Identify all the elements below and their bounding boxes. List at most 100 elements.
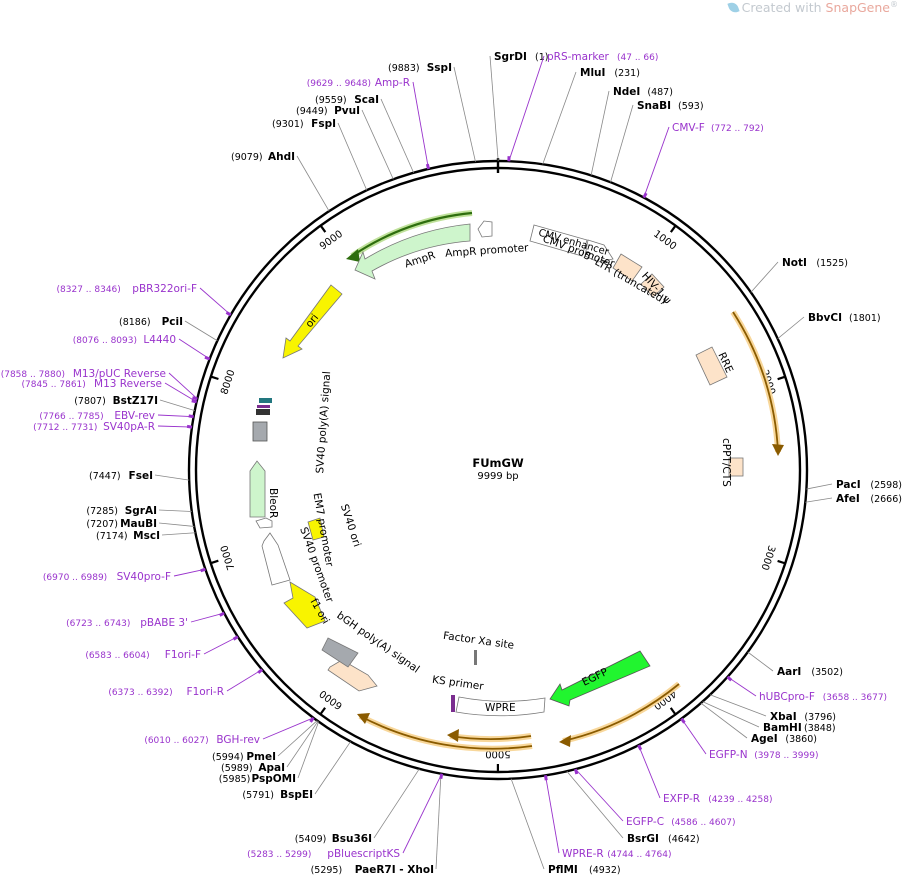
feature-factor-xa [474, 650, 477, 665]
primer-sv40pa-r: SV40pA-R(7712 .. 7731) [33, 421, 155, 433]
primer-leader [190, 612, 225, 623]
site-position: (9301) [272, 119, 304, 130]
site-name: ScaI [354, 94, 379, 106]
primer-leader [262, 717, 314, 740]
site-name: BamHI [763, 722, 802, 734]
primer-range: (6583 .. 6604) [85, 651, 149, 661]
primer-name: pRS-marker [547, 51, 610, 63]
primer-pbabe-3-: pBABE 3'(6723 .. 6743) [66, 617, 188, 629]
site-position: (231) [614, 68, 640, 79]
site-fspi: FspI(9301) [272, 118, 336, 130]
primer-name: F1ori-F [165, 649, 201, 661]
feature-cmv-promoter [584, 239, 614, 263]
site-leader [590, 90, 610, 176]
primer-leader [575, 768, 624, 822]
site-leader [161, 532, 196, 536]
site-bstz17i: BstZ17I(7807) [74, 395, 158, 407]
feature-small-teal [259, 398, 272, 403]
primer-egfp-n: EGFP-N(3978 .. 3999) [709, 749, 818, 761]
tick-4000 [669, 707, 677, 716]
primer-name: EXFP-R [663, 793, 700, 805]
primer-range: (772 .. 792) [711, 124, 764, 134]
site-position: (5985) [219, 774, 251, 785]
site-leader [286, 720, 319, 768]
primer-name: CMV-F [672, 122, 705, 134]
primer-leader [402, 773, 443, 854]
primer-leader [168, 372, 198, 400]
feature-hiv-psi [640, 273, 665, 298]
site-name: PaeR7I - XhoI [355, 864, 434, 876]
primer-range: (4586 .. 4607) [671, 818, 735, 828]
site-maubi: MauBI(7207) [86, 518, 157, 530]
site-sgrai: SgrAI(7285) [86, 505, 157, 517]
site-leader [361, 109, 394, 180]
primer-leader [681, 718, 707, 755]
feature-ks-primer [451, 695, 455, 712]
site-leader [453, 66, 476, 162]
label-factor-xa: Factor Xa site [442, 630, 514, 652]
feature-bgh [327, 659, 378, 692]
site-name: FseI [129, 470, 153, 482]
primer-name: SV40pro-F [117, 571, 171, 583]
primer-leader [157, 425, 193, 428]
site-bbvci: BbvCI(1801) [808, 312, 881, 324]
site-scai: ScaI (9559) [315, 94, 379, 106]
primer-range: (6723 .. 6743) [66, 619, 130, 629]
site-leader [435, 773, 442, 870]
label-sv40-polya: SV40 poly(A) signal [314, 371, 333, 474]
primer-l4440: L4440(8076 .. 8093) [73, 334, 176, 346]
tick-label: 6000 [318, 687, 345, 711]
site-pcii: PciI(8186) [119, 316, 183, 328]
site-leader [337, 122, 368, 191]
primer-range: (6010 .. 6027) [144, 736, 208, 746]
tick-label: 5000 [485, 748, 510, 759]
site-apai: ApaI(5989) [221, 762, 285, 774]
site-leader [154, 474, 190, 481]
restriction-sites: SgrDI(1)SspI(9883)MluI(231)NdeI(487)SnaB… [74, 51, 902, 876]
site-position: (9449) [296, 106, 328, 117]
site-name: MluI [580, 67, 605, 79]
site-leader [510, 778, 545, 870]
feature-ampr [354, 223, 471, 280]
site-position: (3860) [785, 734, 817, 745]
site-pspomi: PspOMI(5985) [219, 773, 296, 785]
site-bspei: BspEI(5791) [242, 789, 313, 801]
site-name: AfeI [836, 493, 860, 505]
feature-f1-ori [283, 581, 326, 629]
primer-leader [199, 287, 232, 316]
site-position: (1) [535, 52, 548, 63]
site-sspi: SspI(9883) [388, 62, 452, 74]
label-cppt: cPPT/CTS [720, 438, 732, 487]
site-agei: AgeI (3860) [751, 733, 817, 745]
site-bsrgi: BsrGI(4642) [627, 833, 700, 845]
site-position: (5791) [242, 790, 274, 801]
site-position: (9559) [315, 95, 347, 106]
primer-name: L4440 [143, 334, 176, 346]
site-position: (5989) [221, 763, 253, 774]
primer-m13-puc-reverse: M13/pUC Reverse(7858 .. 7880) [1, 368, 166, 380]
primer-f1ori-f: F1ori-F (6583 .. 6604) [85, 649, 201, 661]
site-afei: AfeI(2666) [836, 493, 902, 505]
primer-range: (3658 .. 3677) [823, 693, 887, 703]
tick-2000 [777, 375, 786, 381]
primer-range: (3978 .. 3999) [754, 751, 818, 761]
primer-range: (7712 .. 7731) [33, 423, 97, 433]
label-wpre: WPRE [485, 702, 516, 714]
site-position: (1801) [849, 313, 881, 324]
site-name: SspI [427, 62, 452, 74]
site-name: AhdI [268, 151, 295, 163]
feature-egfp [549, 650, 651, 707]
site-leader [806, 483, 833, 490]
primer-f1ori-r: F1ori-R(6373 .. 6392) [108, 686, 224, 698]
site-name: BstZ17I [113, 395, 158, 407]
feature-orange-arc-right-line [732, 311, 779, 453]
site-aari: AarI(3502) [777, 666, 843, 678]
site-paci: PacI(2598) [836, 479, 902, 491]
site-name: AgeI [751, 733, 778, 745]
backbone-inner [194, 166, 802, 774]
site-sgrdi: SgrDI(1) [494, 51, 548, 63]
tick-8000 [210, 375, 219, 381]
feature-small-purple [257, 405, 270, 408]
